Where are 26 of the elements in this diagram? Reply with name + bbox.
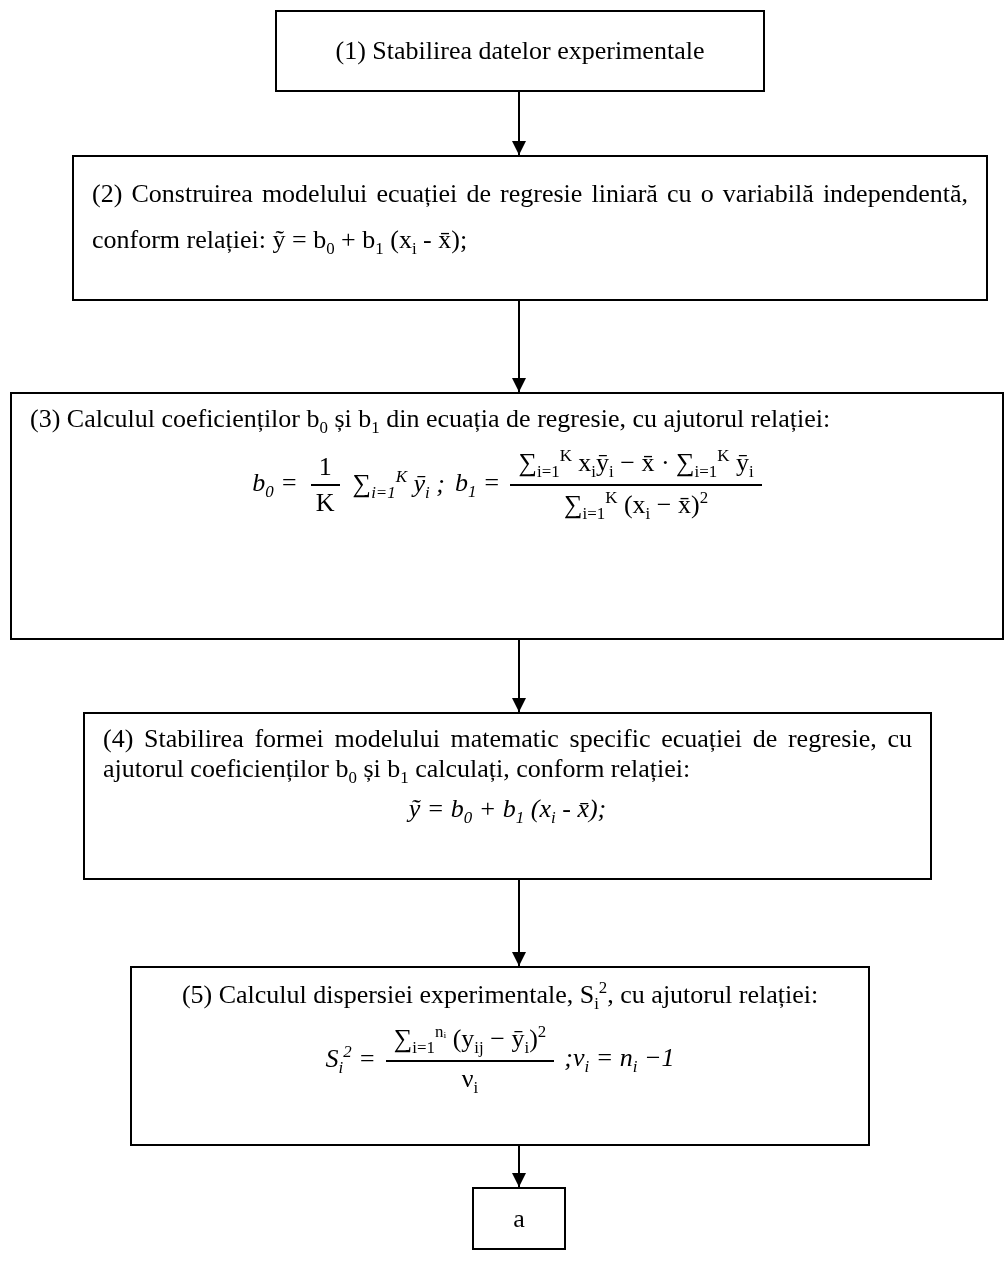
- formula-text: b$_{0}$ =: [252, 467, 298, 503]
- fraction: ∑$_{i=1}$$^{K}$ x$_{i}$ȳ$_{i}$ − x̄ · ∑$_{i=1}$$^{K}$ ȳ$_{i}$ ∑$_{i=1}$$^{K}$ (x$_{i}$ − x̄)$^{2}$: [510, 444, 762, 526]
- step-text: (5) Calculul dispersiei experimentale, S$_{i}$$^{2}$, cu ajutorul relației:: [180, 978, 820, 1014]
- arrow: [512, 1145, 526, 1188]
- formula-process-box: [10, 392, 1004, 640]
- formula-process-box: [83, 712, 932, 880]
- arrow: [512, 639, 526, 713]
- process-box: [275, 10, 765, 92]
- step-text: (1) Stabilirea datelor experimentale: [334, 35, 706, 67]
- fraction: 1 K: [307, 450, 343, 521]
- step-text: a: [512, 1203, 526, 1235]
- step-text: (2) Construirea modelului ecuației de regresie liniară cu o variabilă independentă, conform relației: ỹ = b$_{0}$ + b$_{1}$ (x$_{i}$ - x̄);: [92, 178, 968, 260]
- formula-text: ỹ = b$_{0}$ + b$_{1}$ (x$_{i}$ - x̄);: [408, 794, 607, 829]
- step-text: (4) Stabilirea formei modelului matematic specific ecuației de regresie, cu ajutorul coeficienților b$_{0}$ și b$_{1}$ calculați, conform relației:: [103, 724, 912, 789]
- arrow: [512, 91, 526, 156]
- arrow: [512, 879, 526, 967]
- process-box: [472, 1187, 566, 1250]
- arrow: [512, 300, 526, 393]
- formula-text: S$_{i}$$^{2}$ =: [325, 1041, 376, 1078]
- formula-text: b$_{1}$ =: [454, 467, 501, 503]
- step-text: (3) Calculul coeficienților b$_{0}$ și b$_{1}$ din ecuația de regresie, cu ajutorul relației:: [30, 404, 832, 439]
- formula-text: ;ν$_{i}$ = n$_{i}$ −1: [564, 1042, 675, 1077]
- formula-text: ∑$_{i=1}$$^{K}$ ȳ$_{i}$ ;: [352, 467, 445, 503]
- formula-process-box: [130, 966, 870, 1146]
- fraction: ∑$_{i=1}$$^{nᵢ}$ (y$_{ij}$ − ȳ$_{i}$)$^{2}$ ν$_{i}$: [385, 1019, 555, 1100]
- process-box: [72, 155, 988, 301]
